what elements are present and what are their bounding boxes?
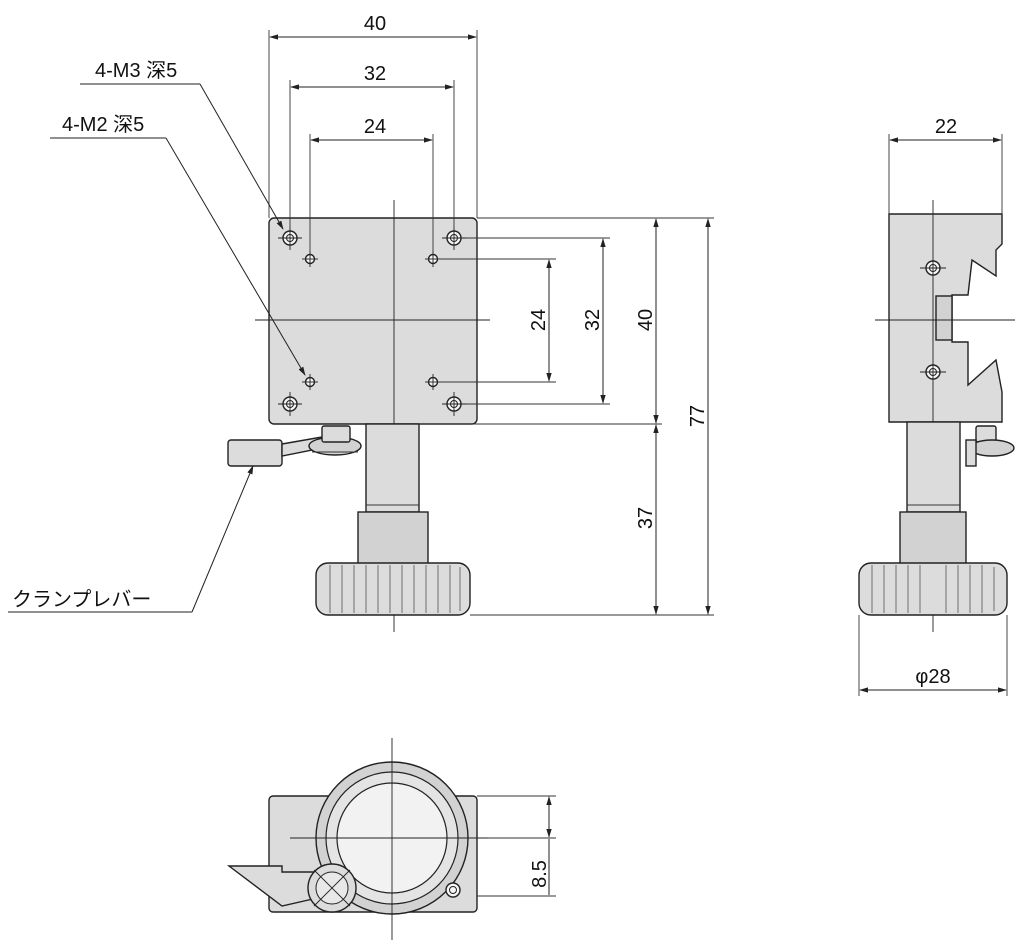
- side-view: [858, 200, 1015, 632]
- bottom-view: [226, 738, 488, 940]
- bottom-dimensions: 8.5: [477, 795, 556, 897]
- adjust-knob: [315, 562, 471, 616]
- side-dimensions: 22 φ28: [858, 116, 1008, 696]
- dim-top-32: 32: [364, 63, 386, 85]
- stage-plate: [268, 217, 478, 425]
- front-view: [227, 200, 490, 632]
- dim-side-22: 22: [935, 116, 957, 138]
- front-dimensions: 40 32 24 24 32 40 37 77: [268, 13, 714, 616]
- hole-crosslines: [278, 226, 466, 416]
- label-m2-holes: 4-M2 深5: [62, 113, 144, 136]
- dim-top-40: 40: [364, 13, 386, 35]
- knob-knurl: [329, 565, 461, 613]
- clamp-lever: [227, 439, 283, 467]
- column-collar: [357, 511, 429, 565]
- dim-vert-40: 40: [635, 309, 657, 331]
- dim-lower-37: 37: [635, 507, 657, 529]
- label-clamp-lever: クランプレバー: [12, 588, 151, 611]
- dim-vert-32: 32: [582, 309, 604, 331]
- dim-vert-24: 24: [528, 309, 550, 331]
- dim-total-77: 77: [687, 405, 709, 427]
- leaders: 4-M3 深5 4-M2 深5 クランプレバー: [8, 59, 306, 613]
- label-m3-holes: 4-M3 深5: [95, 59, 177, 82]
- column: [365, 423, 420, 513]
- dim-top-24: 24: [364, 116, 386, 138]
- dim-bottom-8-5: 8.5: [529, 860, 551, 888]
- dim-knob-phi28: φ28: [915, 666, 950, 688]
